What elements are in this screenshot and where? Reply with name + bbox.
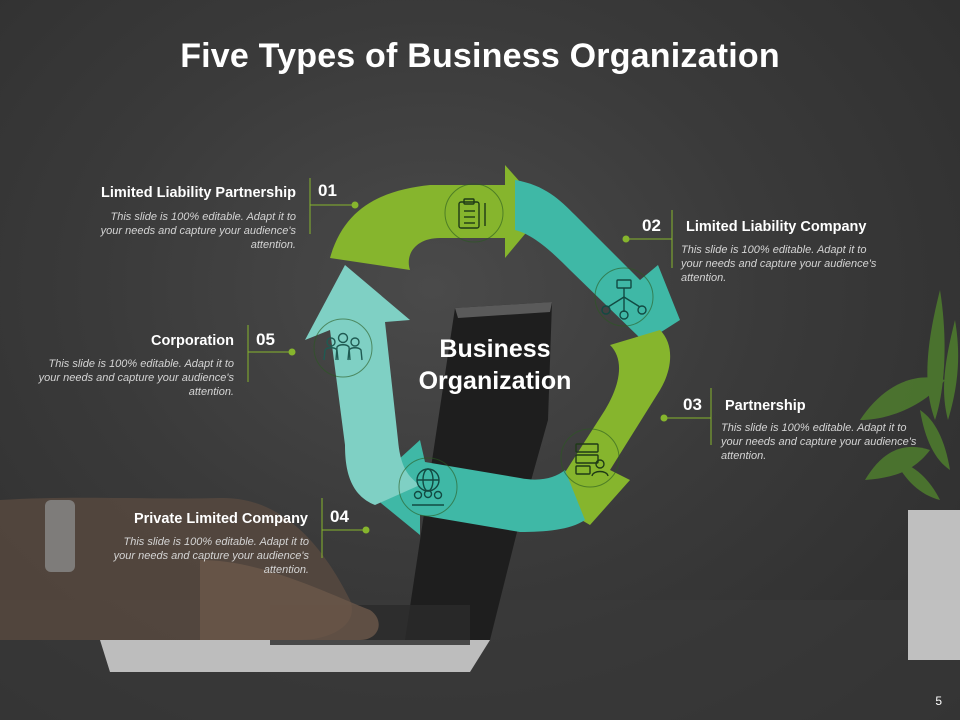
- item-number-04: 04: [330, 507, 349, 526]
- arrow-segment-01: [330, 165, 545, 270]
- item-desc-05: This slide is 100% editable. Adapt it to…: [38, 358, 234, 398]
- clipboard-checklist-icon: [458, 198, 486, 229]
- center-label-line1: Business: [439, 335, 551, 363]
- item-title-04: Private Limited Company: [133, 511, 308, 527]
- arrow-segment-05: [305, 265, 420, 505]
- item-number-02: 02: [642, 216, 661, 235]
- connector-dot-01: [351, 201, 359, 209]
- item-title-02: Limited Liability Company: [686, 219, 867, 235]
- laptop-screen-edge: [455, 302, 552, 318]
- plant-leaves: [860, 290, 959, 500]
- item-number-01: 01: [318, 181, 337, 200]
- center-label: Business Organization: [400, 333, 590, 397]
- item-title-03: Partnership: [725, 398, 806, 414]
- page-number: 5: [935, 694, 942, 708]
- connector-dot-02: [622, 235, 630, 243]
- item-desc-04: This slide is 100% editable. Adapt it to…: [113, 536, 309, 576]
- laptop-base: [100, 640, 490, 672]
- globe-people-icon: [412, 468, 444, 506]
- icon-circle-02: [594, 267, 654, 327]
- item-number-05: 05: [256, 330, 275, 349]
- watch: [45, 500, 75, 572]
- plant-pot: [908, 510, 960, 660]
- item-number-03: 03: [683, 395, 702, 414]
- item-title-05: Corporation: [151, 333, 234, 349]
- icon-circle-03: [560, 428, 620, 488]
- item-desc-03: This slide is 100% editable. Adapt it to…: [721, 422, 917, 462]
- slide-title: Five Types of Business Organization: [180, 36, 780, 75]
- group-people-icon: [323, 332, 363, 361]
- checklist-person-icon: [575, 443, 609, 477]
- connector-dot-04: [362, 526, 370, 534]
- icon-circle-04: [398, 457, 458, 517]
- icon-circle-01: [444, 183, 504, 243]
- laptop-screen: [405, 302, 552, 640]
- item-title-01: Limited Liability Partnership: [101, 185, 296, 201]
- item-desc-01: This slide is 100% editable. Adapt it to…: [100, 211, 296, 251]
- hand-shape: [200, 560, 379, 640]
- arrow-segment-02: [515, 180, 680, 355]
- connector-dot-03: [660, 414, 668, 422]
- team-network-icon: [601, 279, 647, 320]
- center-label-line2: Organization: [418, 367, 572, 395]
- icon-circle-05: [313, 318, 373, 378]
- arrow-segment-04: [365, 440, 585, 535]
- connector-dot-05: [288, 348, 296, 356]
- item-desc-02: This slide is 100% editable. Adapt it to…: [681, 244, 877, 284]
